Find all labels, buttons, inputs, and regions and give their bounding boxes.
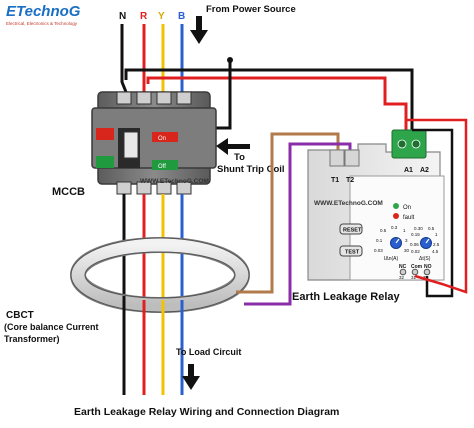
relay-label: Earth Leakage Relay [292,291,400,303]
mccb-watermark: WWW.ETechnoG.COM [140,178,209,185]
dial2-tick: 0.15 [411,232,420,237]
dial2-tick: 0.02 [411,249,420,254]
earth-leakage-relay: T1 T2 A1 A2 WWW.ETechnoG.COM On fault RE… [307,129,445,281]
out-terminal-com: Com [411,264,423,270]
relay-output-wires [406,118,468,298]
out-terminal-31: 31 [411,275,417,280]
dial2-tick: 1 [435,232,438,237]
out-terminal-no: NO [424,264,432,270]
terminal-t1: T1 [331,177,339,184]
dial2-tick: 0.5 [428,226,435,231]
relay-power-terminal [391,129,427,159]
cbct-ring [70,237,250,313]
shunt-trip-arrow [216,138,250,155]
dial2-tick: 0.30 [414,226,423,231]
mccb-on-label: On [158,136,166,142]
load-label: To Load Circuit [176,347,241,357]
reset-button[interactable] [339,223,363,235]
mccb-reset-button[interactable] [96,156,114,168]
cbct-desc-2: Transformer) [4,334,60,344]
led-fault-label: fault [403,215,415,221]
dial1-tick: 30 [404,248,410,253]
mccb-on-indicator [152,132,178,142]
power-source-arrow [190,16,208,44]
load-arrow [182,364,200,390]
dial1-tick: 0.03 [374,248,383,253]
incoming-wires [120,24,184,93]
junction-dot [227,57,233,63]
terminal-a1: A1 [404,167,413,174]
phase-label-n: N [119,11,126,22]
mccb: On Off [91,91,217,195]
relay-watermark: WWW.ETechnoG.COM [314,200,383,207]
logo-tagline: Electrical, Electronics & Technology [6,21,78,26]
dial2-tick: 2.5 [433,242,440,247]
terminal-a2: A2 [420,167,429,174]
shunt-trip-label-1: To [234,152,245,163]
diagram-caption: Earth Leakage Relay Wiring and Connectio… [74,406,339,418]
logo: ETechnoG Electrical, Electronics & Techn… [6,3,81,26]
led-fault-icon [393,213,399,219]
led-on-label: On [403,205,411,211]
phase-label-b: B [178,11,185,22]
outgoing-wires-front [122,296,184,395]
mccb-off-indicator [152,160,178,170]
sensitivity-dial[interactable] [390,237,402,249]
dial2-tick: 4.5 [432,249,439,254]
test-button[interactable] [339,245,363,257]
mccb-trip-button[interactable] [96,128,114,140]
mccb-label: MCCB [52,186,85,198]
out-terminal-nc: NC [399,264,407,270]
dial1-tick: 1 [403,228,406,233]
dial1-tick: 0.3 [391,225,398,230]
mccb-toggle-handle[interactable] [123,131,139,159]
terminal-t2: T2 [346,177,354,184]
shunt-trip-label-2: Shunt Trip Coil [217,164,285,175]
logo-brand: ETechnoG [6,3,81,20]
phase-label-r: R [140,11,148,22]
dial1-tick: 3 [405,238,408,243]
dial1-tick: 0.5 [380,228,387,233]
time-delay-dial[interactable] [420,237,432,249]
led-on-icon [393,203,399,209]
test-button-label: TEST [345,250,360,256]
dial2-tick: 0.06 [410,242,419,247]
ct-wires [236,132,352,306]
cbct-title: CBCT [6,310,34,321]
power-source-label: From Power Source [206,4,296,15]
dial1-tick: 0.1 [376,238,383,243]
cbct-desc-1: (Core balance Current [4,322,99,332]
reset-button-label: RESET [343,228,362,234]
mccb-top-terminals [116,91,192,105]
phase-label-y: Y [158,11,165,22]
outgoing-wires [122,194,184,395]
dial2-label: Δt(S) [419,256,431,262]
mccb-off-label: Off [158,164,166,170]
out-terminal-32: 32 [399,275,405,280]
relay-supply-wires [124,60,414,130]
dial1-label: IΔn(A) [384,256,399,262]
relay-front-panel [349,175,445,281]
mccb-bottom-terminals [116,181,192,195]
